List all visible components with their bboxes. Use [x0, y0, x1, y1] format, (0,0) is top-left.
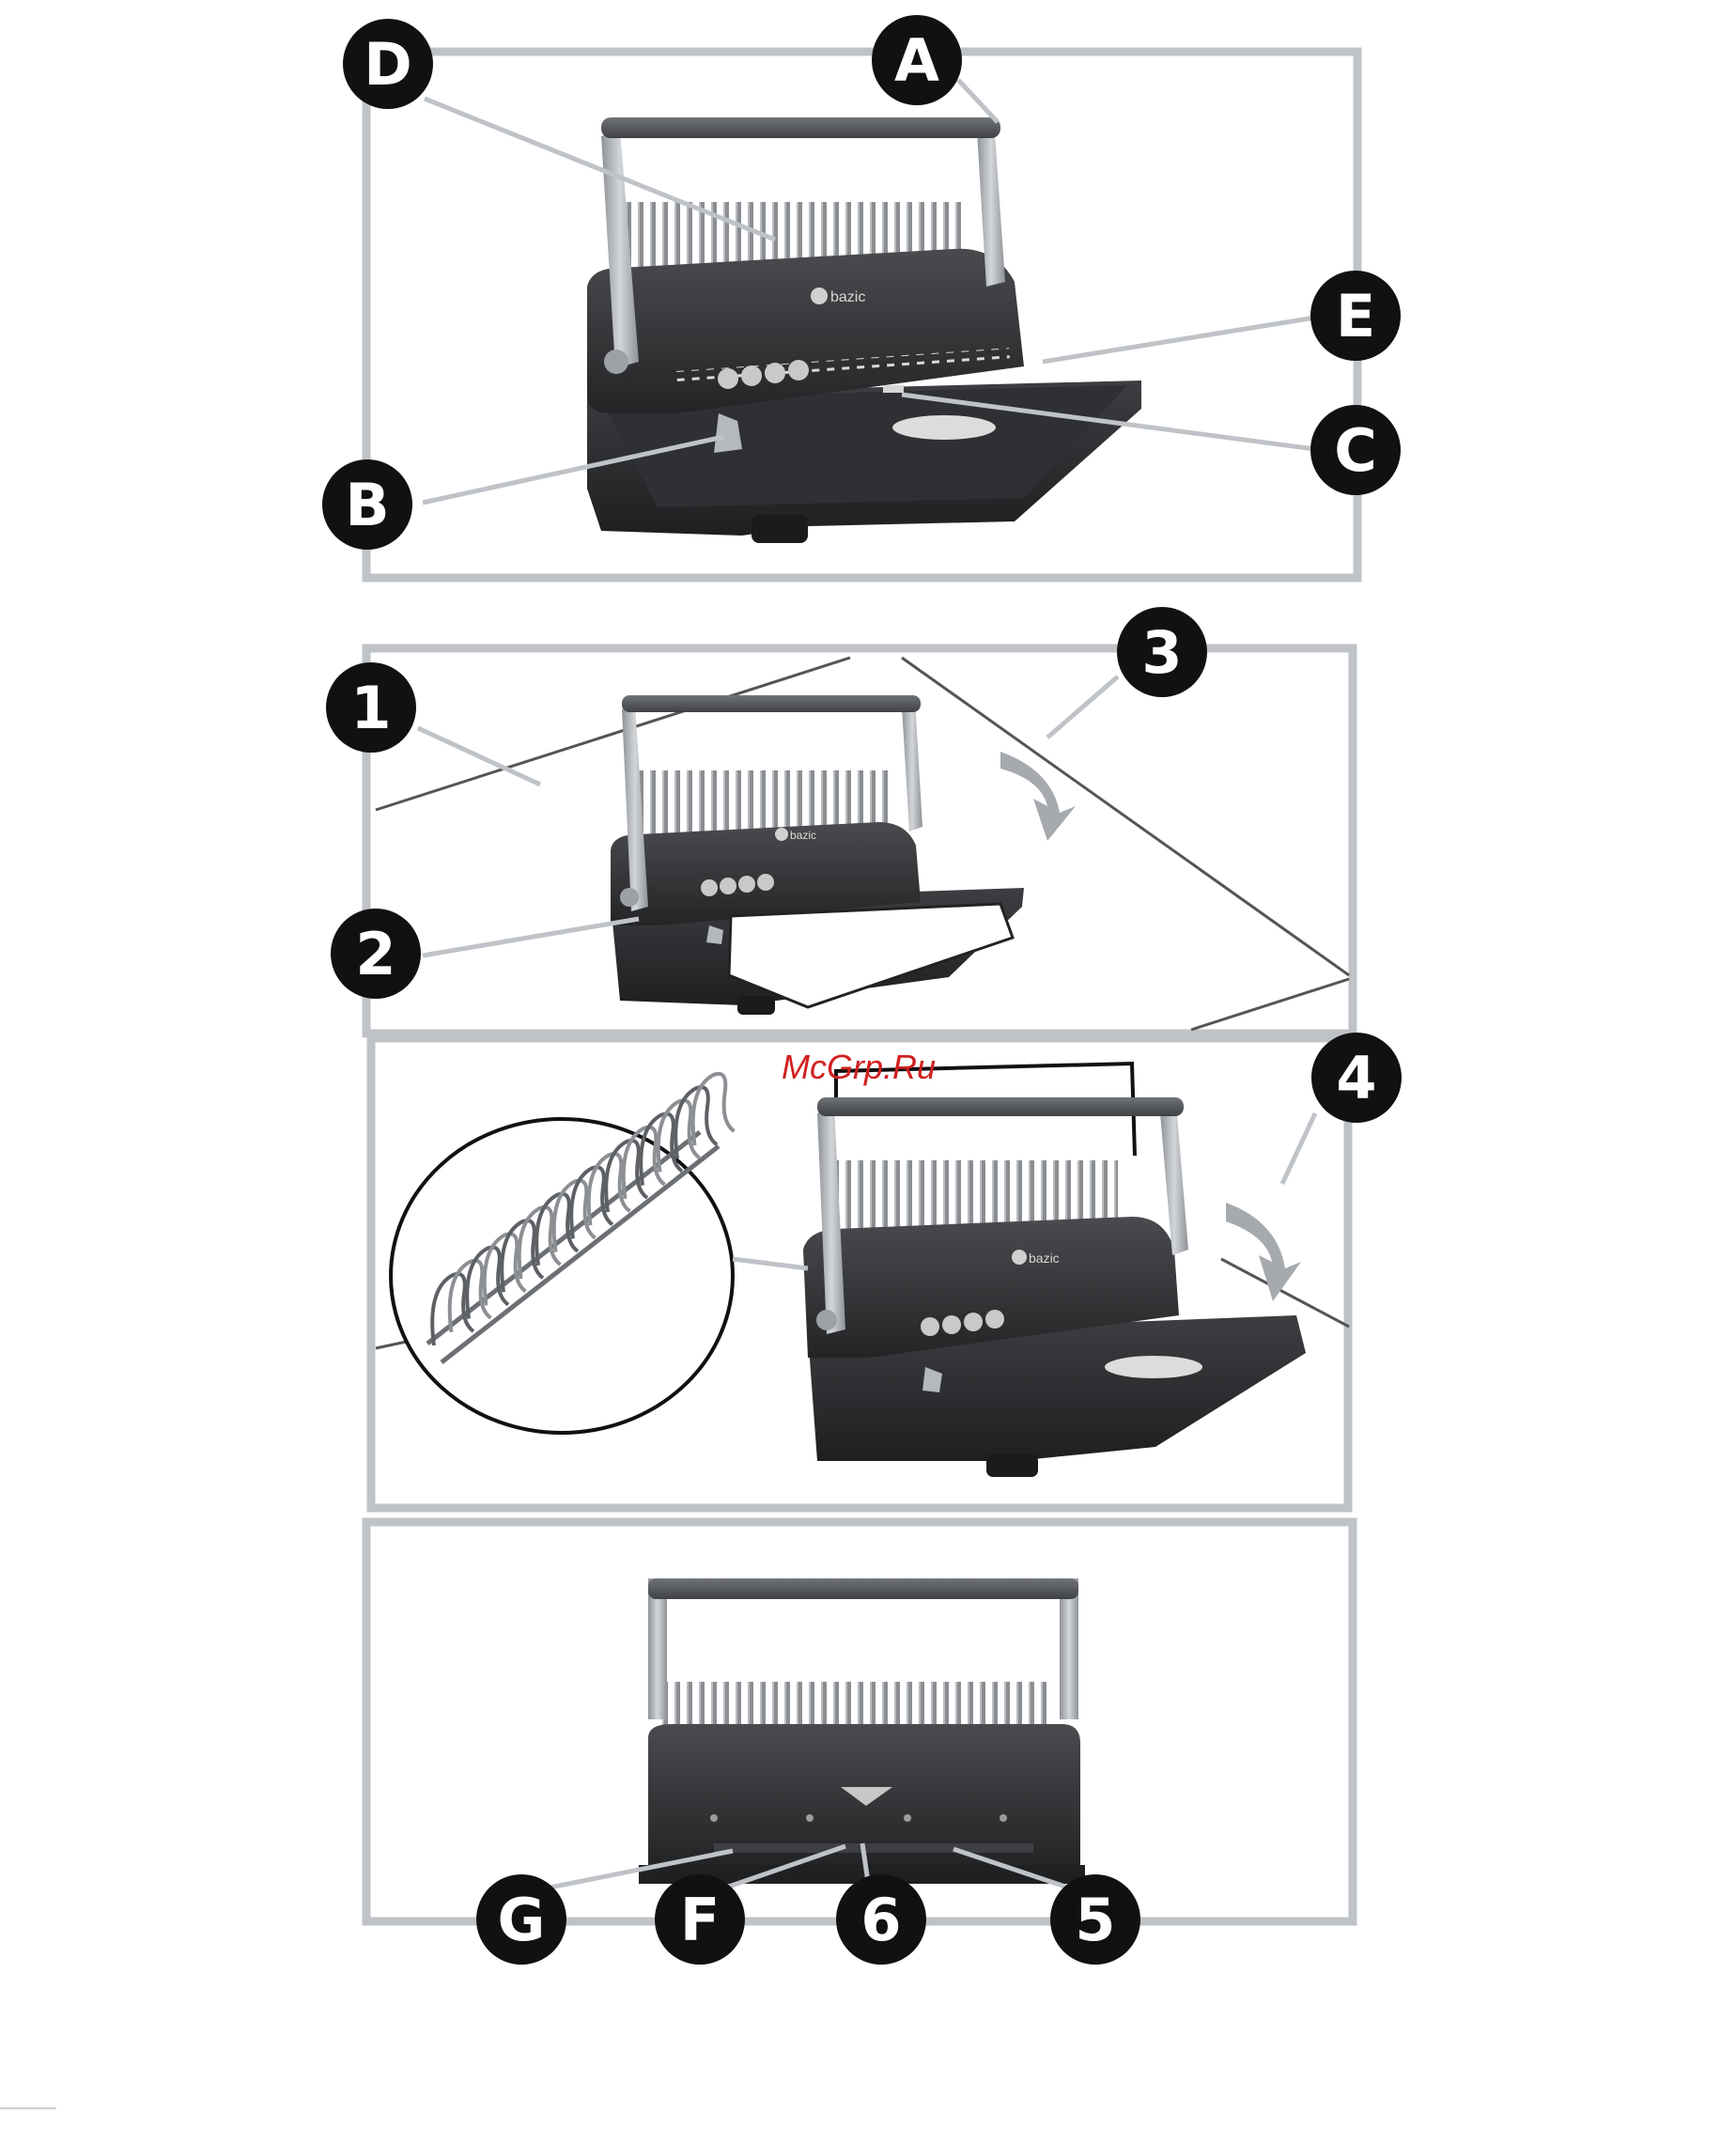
watermark: McGrp.Ru [782, 1048, 936, 1086]
brand-logo: bazic [790, 829, 816, 842]
callout-C-label: C [1334, 416, 1377, 485]
operating-handle [648, 1578, 1078, 1599]
binding-machine-step-bind: bazic [803, 1064, 1306, 1477]
callout-F-label: F [680, 1886, 720, 1954]
callout-D: D [343, 19, 433, 109]
callout-B-label: B [345, 471, 389, 539]
callout-D-label: D [364, 30, 411, 99]
binding-machine-step-punch: bazic [611, 695, 1024, 1015]
callout-6: 6 [836, 1874, 926, 1965]
callout-4: 4 [1311, 1033, 1402, 1123]
brand-logo-icon [811, 287, 828, 304]
callout-A-label: A [894, 26, 939, 95]
panel-front-view: G F 6 5 [366, 1522, 1353, 1965]
brand-logo: bazic [830, 289, 865, 305]
operating-handle [817, 1097, 1184, 1116]
callout-E: E [1310, 271, 1401, 361]
callout-5-label: 5 [1075, 1886, 1115, 1954]
callout-4-label: 4 [1336, 1044, 1376, 1112]
operating-handle [622, 695, 921, 712]
callout-1-label: 1 [350, 674, 391, 742]
callout-G: G [476, 1874, 566, 1965]
operating-handle [601, 117, 1000, 138]
callout-A: A [872, 15, 962, 105]
callout-C: C [1310, 405, 1401, 495]
callout-E-label: E [1336, 282, 1375, 350]
rotate-arrow-icon [1000, 752, 1076, 841]
binding-machine-front [639, 1578, 1085, 1884]
paper-guide-slot [892, 415, 996, 440]
callout-5: 5 [1050, 1874, 1140, 1965]
binding-machine-overview: bazic [587, 117, 1141, 543]
callout-3-label: 3 [1141, 618, 1182, 687]
callout-6-label: 6 [860, 1886, 901, 1954]
callout-B: B [322, 459, 412, 550]
callout-G-label: G [498, 1886, 546, 1954]
rotate-arrow-icon [1226, 1203, 1301, 1301]
panel-steps-1-3: bazic 1 3 2 [326, 607, 1353, 1033]
callout-3: 3 [1117, 607, 1207, 697]
callout-F: F [655, 1874, 745, 1965]
callout-2: 2 [331, 909, 421, 999]
binding-comb-closeup [391, 1074, 735, 1433]
width-indicator [883, 385, 904, 393]
waste-drawer [714, 1843, 1033, 1853]
brand-logo-icon [1012, 1250, 1027, 1265]
callout-2-label: 2 [355, 920, 395, 988]
brand-logo-icon [775, 828, 788, 841]
panel-step-4: bazic McGrp.Ru 4 [371, 1033, 1402, 1508]
brand-logo: bazic [1029, 1251, 1060, 1266]
panel-overview: bazic D A E [322, 15, 1401, 578]
callout-1: 1 [326, 662, 416, 753]
